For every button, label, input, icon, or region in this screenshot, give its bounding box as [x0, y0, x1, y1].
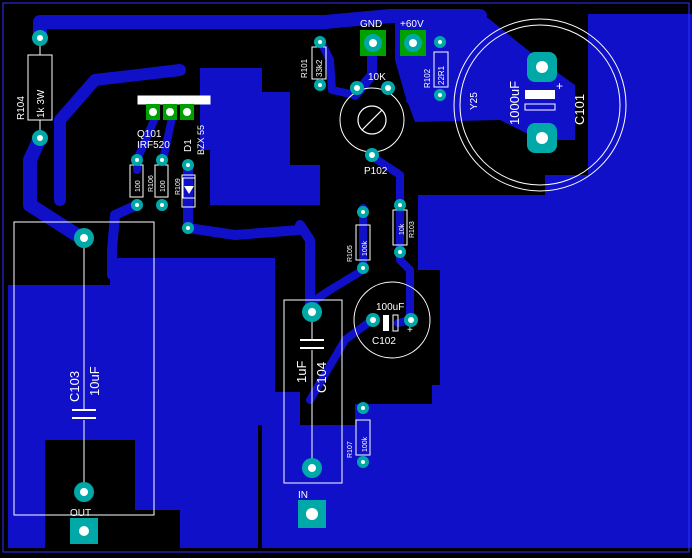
label-c102-plus: +	[407, 325, 413, 336]
label-r105: R105	[347, 245, 354, 262]
c102-polarity-mark	[383, 315, 389, 331]
label-c101-voltage: Y25	[469, 92, 480, 110]
label-gnd: GND	[360, 19, 382, 30]
label-c101-value: 1000uF	[507, 81, 522, 125]
label-r103: R103	[409, 221, 416, 238]
label-r106-value: 100	[160, 180, 167, 192]
label-r101: R101	[300, 58, 309, 78]
label-c104-value: 1uF	[294, 361, 309, 383]
pad-v60	[400, 30, 426, 56]
trace-r105	[311, 204, 367, 304]
input-pour	[262, 425, 402, 548]
label-out: OUT	[70, 508, 91, 519]
c101-polarity-mark	[525, 90, 555, 99]
pad-out	[70, 518, 98, 544]
label-c103: C103	[67, 371, 82, 402]
label-v60: +60V	[400, 19, 424, 30]
mosfet-pour	[200, 68, 320, 205]
trace-p102	[366, 151, 404, 214]
label-r104: R104	[16, 96, 27, 120]
trace-q-res2	[159, 114, 176, 164]
label-q101: Q101	[137, 129, 162, 140]
label-d1: D1	[183, 139, 194, 152]
label-c103-value: 10uF	[87, 366, 102, 396]
r102-body	[433, 51, 449, 88]
label-p102-value: 10K	[368, 72, 386, 83]
label-r109: R109	[175, 178, 182, 195]
trace-r107	[308, 404, 366, 474]
c102-outline	[353, 281, 431, 359]
trace-gate	[54, 64, 186, 206]
r107-body	[355, 419, 371, 456]
trace-c102	[306, 316, 376, 404]
label-c104: C104	[314, 362, 329, 393]
c104-outline	[283, 299, 343, 484]
c101-outline	[453, 18, 627, 192]
label-r107-value: 100k	[362, 436, 369, 452]
label-r101-value: 33k2	[315, 59, 324, 77]
label-r107: R107	[347, 441, 354, 458]
label-r103-value: 10k	[399, 223, 406, 235]
trace-r101	[316, 36, 359, 99]
label-c102: C102	[372, 336, 396, 347]
r105-body	[355, 224, 371, 261]
d1-body	[182, 177, 196, 199]
label-r102: R102	[423, 68, 432, 88]
label-r105-value: 100k	[362, 240, 369, 256]
pad-holes	[37, 35, 442, 496]
label-r106: R106	[148, 175, 155, 192]
label-q101-part: IRF520	[137, 140, 170, 151]
label-r104-value: 1k 3W	[36, 89, 47, 118]
label-c102-value: 100uF	[376, 302, 404, 313]
pad-in	[298, 500, 326, 528]
pad-c101-plus	[527, 52, 557, 82]
label-c101-plus: +	[556, 79, 563, 93]
silkscreen-text: GND +60V IN OUT R104 1k 3W R101 33k2 R10…	[16, 19, 587, 519]
label-in: IN	[298, 490, 308, 501]
label-r102-value: 22R1	[437, 65, 446, 85]
label-d1-part: BZX 55	[196, 125, 206, 155]
label-p102: P102	[364, 166, 388, 177]
pad-gnd	[360, 30, 386, 56]
label-c101: C101	[572, 94, 587, 125]
label-r100: 100	[135, 180, 142, 192]
trace-res-bottom	[107, 200, 142, 280]
trace-top-rail	[33, 9, 487, 42]
trace-c104	[295, 220, 315, 315]
q101-pads	[146, 104, 194, 120]
q101-body	[137, 95, 211, 105]
pads	[32, 30, 557, 544]
c103-outline	[13, 221, 155, 516]
pad-c101-minus	[527, 123, 557, 153]
trace-zener	[183, 160, 305, 240]
silkscreen	[13, 18, 627, 516]
